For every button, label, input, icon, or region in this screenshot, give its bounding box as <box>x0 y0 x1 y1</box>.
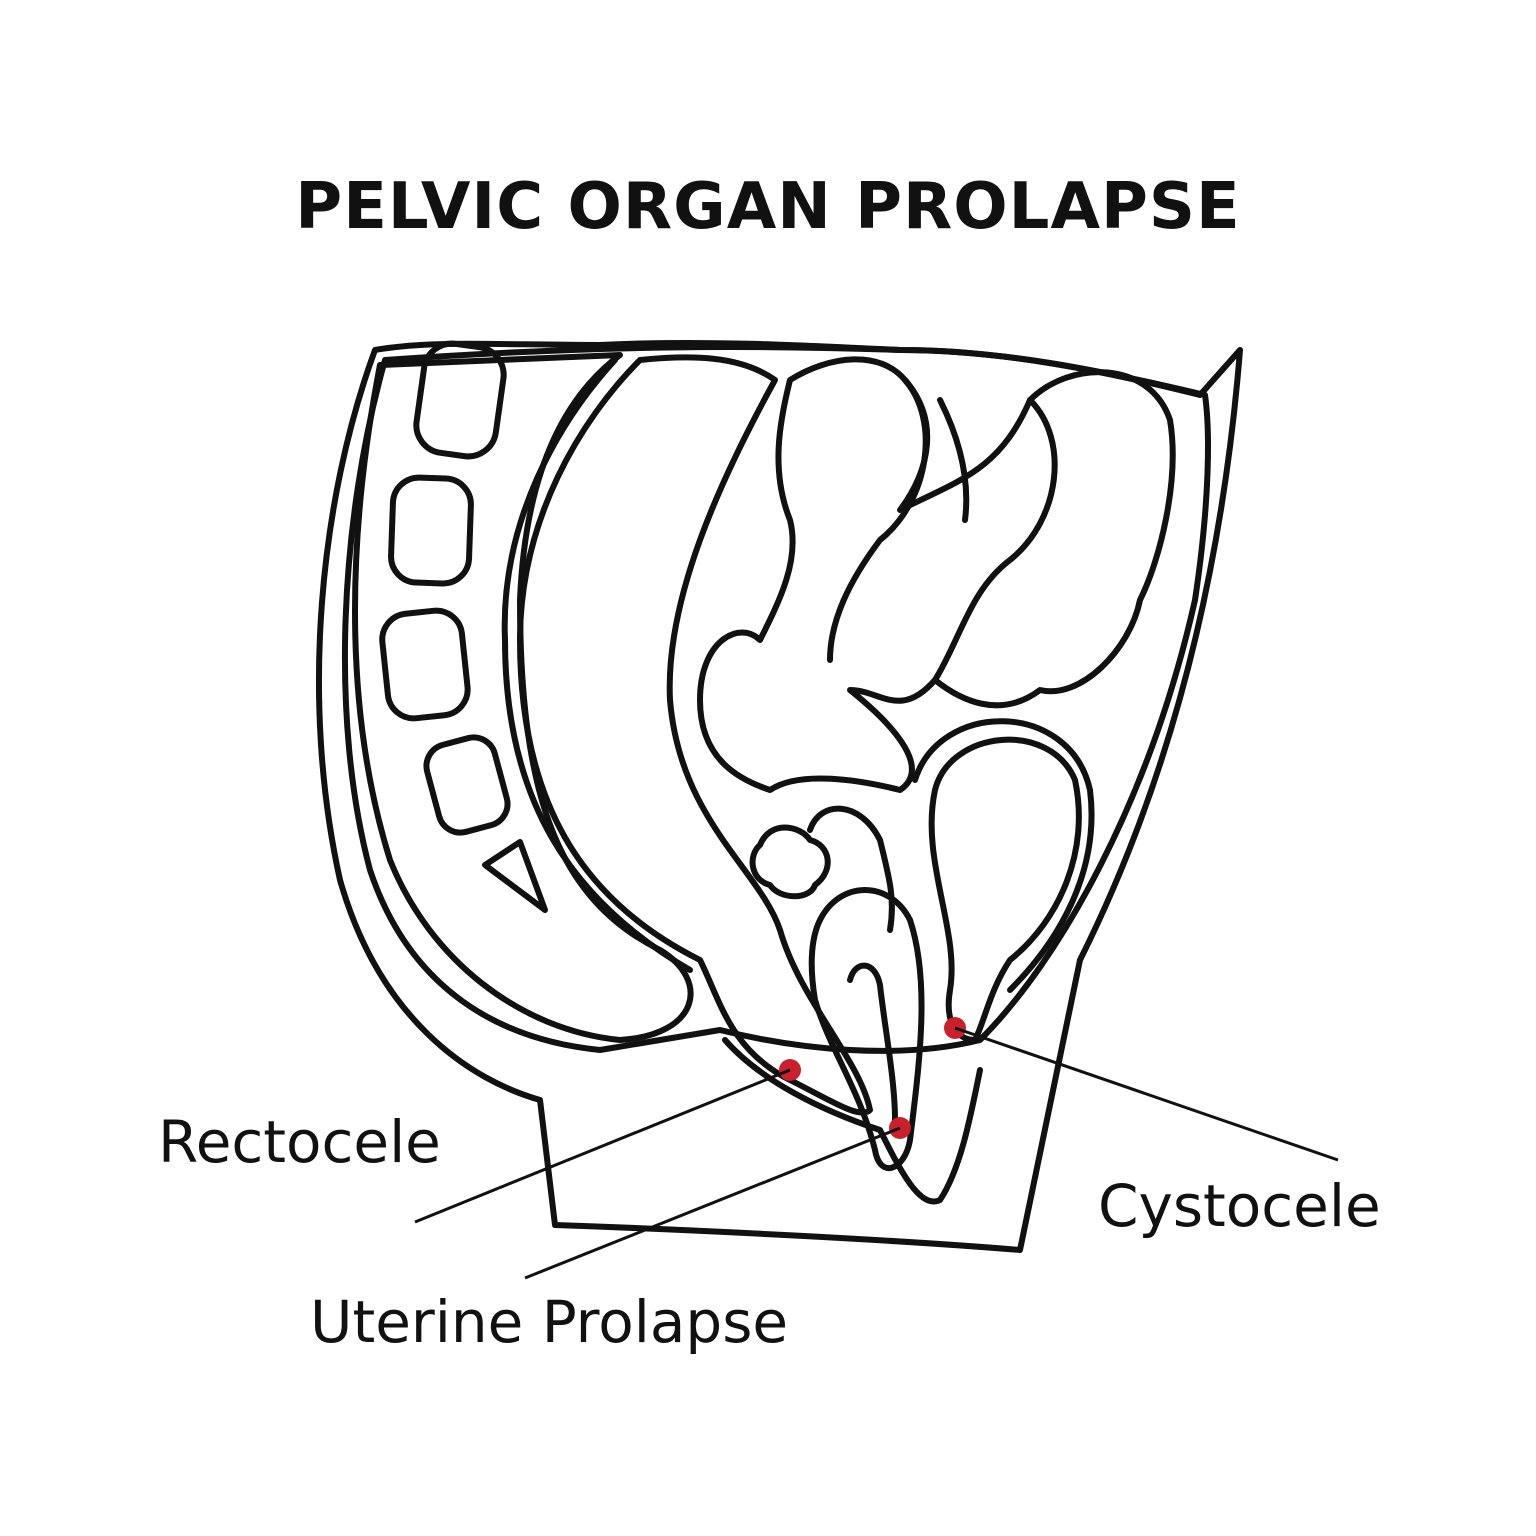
label-cystocele: Cystocele <box>1098 1172 1381 1240</box>
cystocele-leader <box>954 1026 1339 1162</box>
vertebrae <box>379 340 548 913</box>
rectocele-leader <box>414 1068 791 1224</box>
uterus <box>808 887 925 1172</box>
pelvic-cavity <box>341 344 1211 1054</box>
intestines <box>697 356 1176 793</box>
rectum <box>517 354 873 1116</box>
uterine-prolapse-leader <box>524 1126 901 1280</box>
diagram-title: PELVIC ORGAN PROLAPSE <box>295 170 1241 244</box>
label-uterine-prolapse: Uterine Prolapse <box>310 1288 789 1356</box>
bladder <box>928 736 1082 1043</box>
ovary <box>749 824 831 900</box>
body-outline <box>315 339 1243 1253</box>
label-rectocele: Rectocele <box>158 1108 441 1176</box>
sacrum <box>352 352 694 1043</box>
